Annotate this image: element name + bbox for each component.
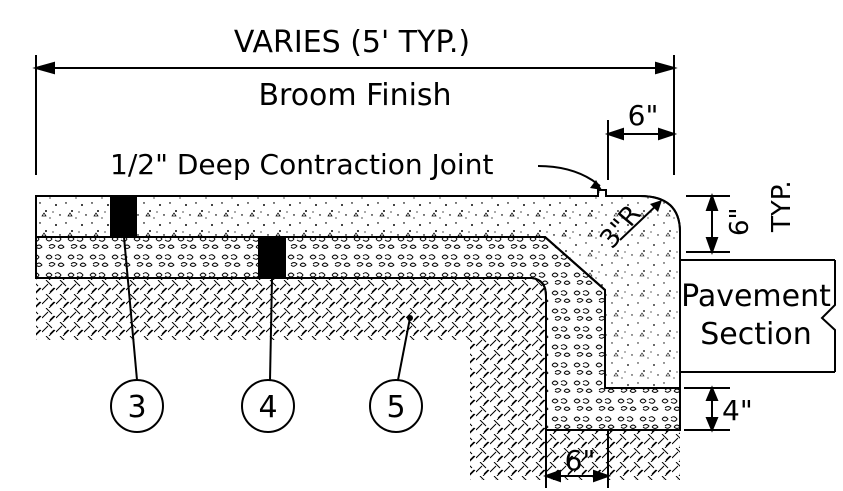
callout-3: 3	[110, 379, 164, 433]
dim-curb-width	[604, 120, 678, 180]
pavement-edge	[680, 259, 836, 373]
svg-text:5: 5	[386, 390, 405, 425]
slab-thickness-note: TYP.	[767, 180, 797, 233]
svg-text:4: 4	[258, 390, 277, 425]
base-thickness-label: 4"	[722, 394, 753, 427]
dim-base-thickness	[684, 385, 730, 433]
finish-label: Broom Finish	[258, 78, 451, 113]
dim-bottom-width	[543, 430, 611, 488]
svg-text:3: 3	[127, 390, 146, 425]
dim-slab-thickness	[686, 193, 730, 255]
pavement-label-1: Pavement	[681, 279, 831, 314]
overall-width-label: VARIES (5' TYP.)	[234, 25, 470, 60]
bottom-width-label: 6"	[565, 444, 596, 477]
dim-overall	[32, 55, 678, 175]
radius-leader	[619, 201, 661, 241]
curb-width-label: 6"	[628, 99, 659, 132]
joint-label: 1/2" Deep Contraction Joint	[110, 148, 493, 181]
pavement-label-2: Section	[700, 317, 811, 352]
callout-4: 4	[241, 379, 295, 433]
slab-thickness-label: 6"	[725, 207, 755, 236]
joint-block-3	[110, 196, 137, 237]
callout-5: 5	[369, 379, 423, 433]
joint-block-4	[258, 237, 286, 279]
joint-leader	[537, 165, 601, 187]
